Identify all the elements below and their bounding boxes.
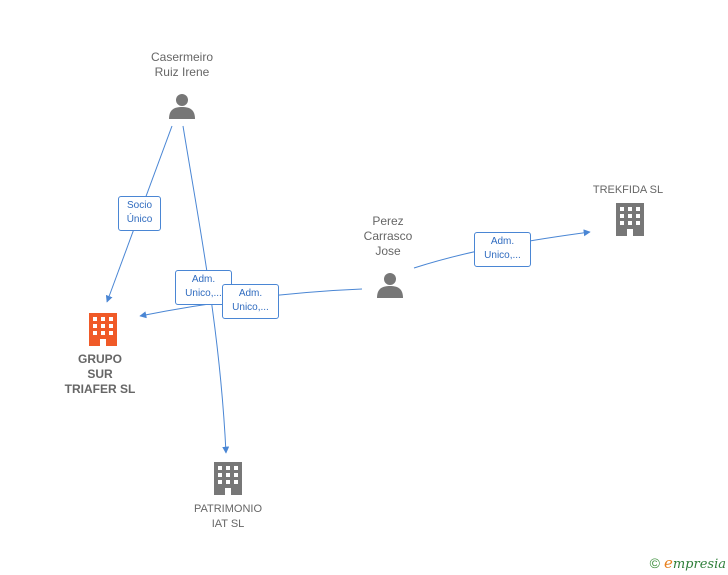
brand-logo: empresia xyxy=(663,554,726,572)
person-icon[interactable] xyxy=(169,94,195,119)
node-label-casermeiro[interactable]: Casermeiro Ruiz Irene xyxy=(150,50,213,79)
edge-label-socio-unico[interactable]: Socio Único xyxy=(118,196,161,231)
brand-footer: © empresia xyxy=(650,554,726,572)
building-icon[interactable] xyxy=(89,313,117,346)
node-label-trekfida[interactable]: TREKFIDA SL xyxy=(592,184,664,196)
node-label-perez[interactable]: Perez Carrasco Jose xyxy=(363,214,413,258)
node-label-grupo-sur[interactable]: GRUPO SUR TRIAFER SL xyxy=(64,352,136,396)
node-label-patrimonio[interactable]: PATRIMONIO IAT SL xyxy=(193,503,263,530)
edge-label-adm-perez-trekfida[interactable]: Adm. Unico,... xyxy=(474,232,531,267)
building-icon[interactable] xyxy=(214,462,242,495)
person-icon[interactable] xyxy=(377,273,403,298)
edge-label-adm-perez-grupo[interactable]: Adm. Unico,... xyxy=(222,284,279,319)
building-icon[interactable] xyxy=(616,203,644,236)
copyright-icon: © xyxy=(649,555,660,571)
